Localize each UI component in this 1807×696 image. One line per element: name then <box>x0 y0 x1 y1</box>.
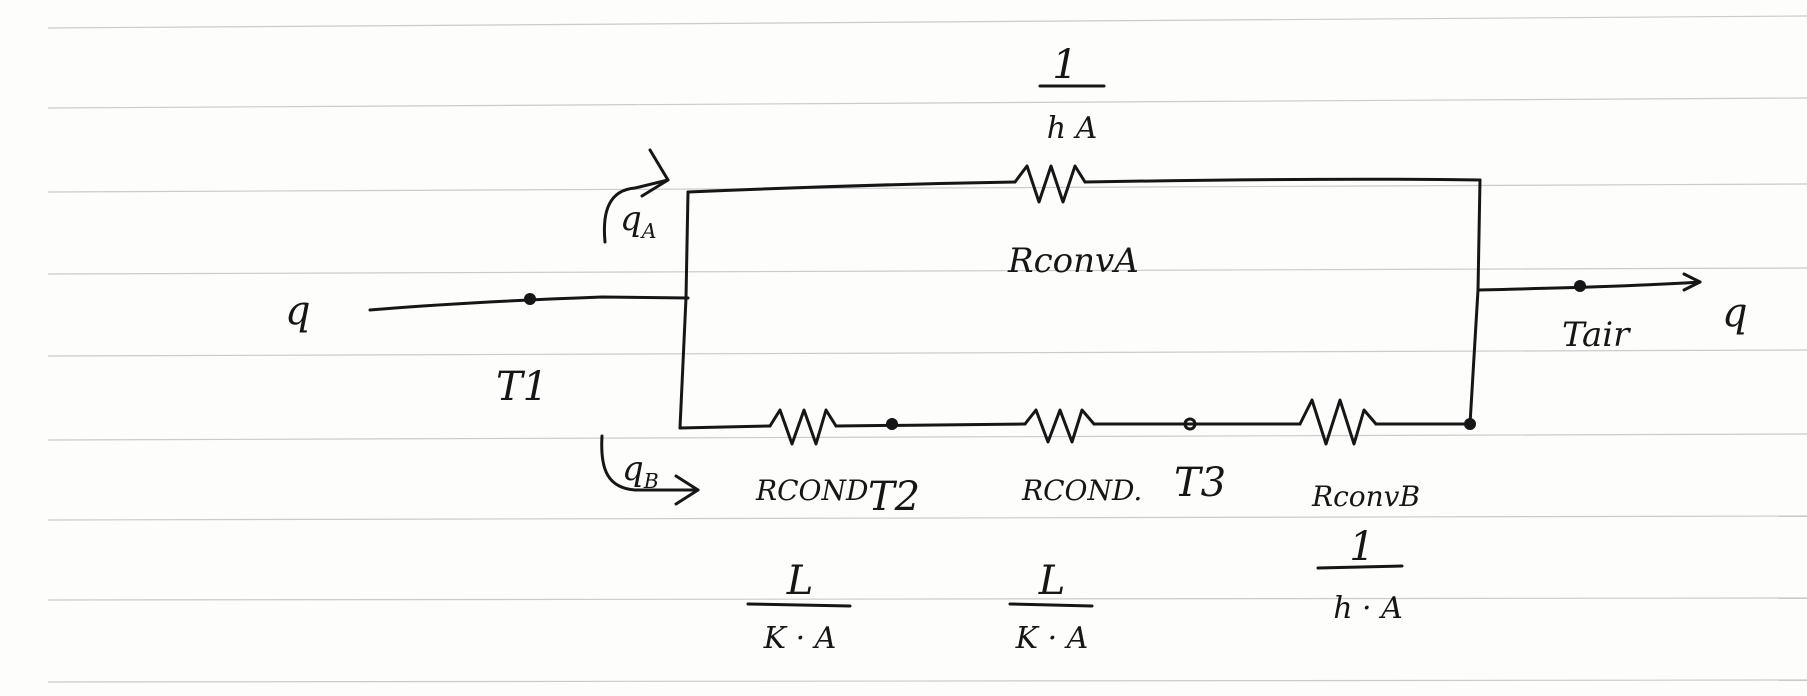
node-t3-label: T3 <box>1174 460 1226 506</box>
branch-a-wire-left <box>686 180 1017 194</box>
branch-b-wire-1 <box>678 424 772 430</box>
node-tair-label: Tair <box>1562 315 1631 355</box>
qb-letter: q <box>622 449 644 489</box>
node-t1 <box>524 293 536 305</box>
right-rail <box>1468 178 1482 426</box>
branch-b-resistor-conv <box>1298 398 1378 446</box>
branch-b-junction <box>1464 418 1476 430</box>
cond-1-formula-bottom: K · A <box>763 621 837 656</box>
qb-subscript: B <box>643 469 659 493</box>
branch-b-resistor-cond-2 <box>1023 408 1096 444</box>
node-tair <box>1574 280 1586 292</box>
cond-1-formula-top: L <box>786 558 814 604</box>
branch-a-wire-right <box>1083 177 1482 184</box>
node-t2-label: T2 <box>868 474 920 520</box>
branch-a-formula-bottom: h A <box>1047 111 1098 146</box>
qa-label: qA <box>620 199 657 243</box>
branch-a-resistor <box>1013 164 1087 204</box>
qa-arrowhead <box>640 148 670 198</box>
heat-in-label: q <box>285 288 311 334</box>
branch-a-resistor-label: RconvA <box>1007 241 1139 281</box>
conv-b-formula-bottom: h · A <box>1333 591 1403 626</box>
qb-flow-arrow <box>600 434 700 492</box>
cond-1-resistor-label: RCOND <box>755 474 868 507</box>
qa-flow-arrow <box>602 178 670 244</box>
ruled-lines <box>47 15 1807 683</box>
qb-arrowhead <box>674 474 700 506</box>
branch-a-formula-top: 1 <box>1052 42 1077 88</box>
output-arrowhead <box>1682 272 1702 292</box>
cond-2-fraction-bar <box>1008 602 1094 608</box>
left-rail <box>678 190 690 430</box>
conv-b-fraction-bar <box>1316 564 1404 570</box>
output-wire <box>1476 280 1702 292</box>
qb-label: qB <box>622 449 659 493</box>
qa-letter: q <box>620 199 642 239</box>
cond-2-formula-top: L <box>1038 558 1066 604</box>
node-t2 <box>886 418 898 430</box>
branch-b-resistor-cond-1 <box>768 408 838 446</box>
qa-subscript: A <box>640 219 657 243</box>
heat-out-label: q <box>1722 290 1748 336</box>
node-t1-label: T1 <box>496 364 548 410</box>
branch-b-wire-2 <box>834 422 1027 428</box>
input-wire <box>368 295 690 312</box>
conv-b-formula-top: 1 <box>1349 524 1374 570</box>
conv-b-resistor-label: RconvB <box>1311 480 1420 513</box>
cond-2-formula-bottom: K · A <box>1015 621 1089 656</box>
node-t3 <box>1183 417 1197 431</box>
cond-2-resistor-label: RCOND. <box>1021 474 1142 507</box>
cond-1-fraction-bar <box>746 602 852 608</box>
